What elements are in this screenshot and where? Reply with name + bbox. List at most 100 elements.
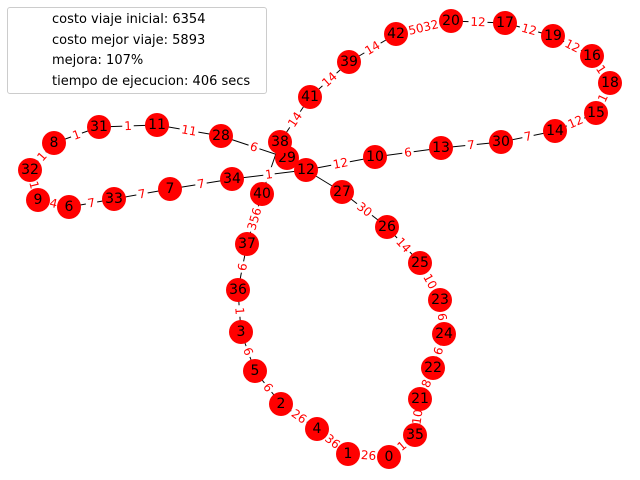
edge-label-bg xyxy=(232,304,247,318)
node-23: 23 xyxy=(428,288,452,312)
node-circle xyxy=(145,113,169,137)
legend: costo viaje inicial: 6354 costo mejor vi… xyxy=(7,7,267,94)
edge-weight-label: 14 xyxy=(362,38,382,58)
edge-label-bg xyxy=(194,176,208,192)
node-circle xyxy=(226,278,250,302)
node-label: 7 xyxy=(166,181,175,197)
edge-label-bg xyxy=(419,269,441,294)
edge-label-bg xyxy=(68,126,85,144)
node-circle xyxy=(541,24,565,48)
node-label: 11 xyxy=(148,117,166,133)
edge-label-bg xyxy=(409,406,426,428)
node-circle xyxy=(432,322,456,346)
node-11: 11 xyxy=(145,113,169,137)
edge-label-bg xyxy=(234,260,251,274)
edge-label-bg xyxy=(434,310,450,324)
node-label: 4 xyxy=(313,421,322,437)
node-32: 32 xyxy=(18,158,42,182)
node-41: 41 xyxy=(298,85,322,109)
node-label: 38 xyxy=(271,134,289,150)
edge-weight-label: 356 xyxy=(245,206,265,232)
node-35: 35 xyxy=(403,423,427,447)
node-label: 31 xyxy=(90,119,108,135)
edge-label-bg xyxy=(32,147,52,166)
edge-label-bg xyxy=(517,20,541,39)
edge-weight-label: 7 xyxy=(196,176,206,191)
node-3: 3 xyxy=(229,320,253,344)
edge-label-bg xyxy=(391,233,416,257)
edge-weight-label: 7 xyxy=(87,195,97,210)
edge-label-bg xyxy=(520,128,536,145)
node-7: 7 xyxy=(158,177,182,201)
node-circle xyxy=(209,124,233,148)
node-circle xyxy=(57,195,81,219)
edge-label-bg xyxy=(122,118,134,134)
edge-label-bg xyxy=(287,405,311,428)
node-circle xyxy=(375,215,399,239)
edge-weight-label: 6 xyxy=(403,145,412,160)
node-label: 40 xyxy=(253,186,271,202)
edge-weight-label: 10 xyxy=(410,408,426,425)
node-24: 24 xyxy=(432,322,456,346)
node-22: 22 xyxy=(421,356,445,380)
edge-weight-label: 14 xyxy=(285,109,305,129)
node-label: 34 xyxy=(223,171,241,187)
node-38: 38 xyxy=(268,130,292,154)
node-20: 20 xyxy=(439,9,463,33)
edges-layer xyxy=(29,20,611,458)
edge-weight-label: 7 xyxy=(523,129,533,144)
node-label: 13 xyxy=(432,140,450,156)
edge-weight-label: 4 xyxy=(48,196,59,211)
node-circle xyxy=(298,85,322,109)
edge-label-bg xyxy=(560,35,585,57)
node-8: 8 xyxy=(42,131,66,155)
node-circle xyxy=(429,136,453,160)
node-circle xyxy=(243,359,267,383)
edge-label-bg xyxy=(262,166,276,183)
node-circle xyxy=(18,158,42,182)
node-label: 36 xyxy=(229,282,247,298)
edge-weight-label: 26 xyxy=(289,406,310,426)
node-circle xyxy=(305,417,329,441)
node-5: 5 xyxy=(243,359,267,383)
node-circle xyxy=(598,71,622,95)
node-circle xyxy=(439,9,463,33)
node-circle xyxy=(250,182,274,206)
node-label: 25 xyxy=(411,255,429,271)
edge-weight-label: 1 xyxy=(26,180,41,191)
edge-weight-label: 6 xyxy=(248,139,260,155)
edge-label-bg xyxy=(591,60,611,79)
node-label: 1 xyxy=(344,446,353,462)
node-label: 39 xyxy=(340,54,358,70)
node-label: 29 xyxy=(278,150,296,166)
node-31: 31 xyxy=(87,115,111,139)
edge-label-bg xyxy=(393,436,411,456)
node-circle xyxy=(543,119,567,143)
edge-label-bg xyxy=(468,14,488,30)
node-25: 25 xyxy=(408,251,432,275)
edge-label-bg xyxy=(405,16,442,39)
node-label: 15 xyxy=(587,105,605,121)
node-circle xyxy=(235,232,259,256)
node-circle xyxy=(87,115,111,139)
node-0: 0 xyxy=(377,445,401,469)
edge-weight-label: 1 xyxy=(124,119,132,133)
node-circle xyxy=(229,320,253,344)
node-circle xyxy=(268,130,292,154)
edge-weight-label: 14 xyxy=(319,69,340,90)
node-label: 21 xyxy=(411,391,429,407)
node-circle xyxy=(421,356,445,380)
node-label: 2 xyxy=(277,396,286,412)
node-39: 39 xyxy=(337,50,361,74)
node-42: 42 xyxy=(384,22,408,46)
node-label: 17 xyxy=(496,15,514,31)
node-label: 20 xyxy=(442,13,460,29)
node-13: 13 xyxy=(429,136,453,160)
edge-weight-label: 7 xyxy=(137,186,147,201)
edge-label-bg xyxy=(239,343,257,360)
edge-weight-label: 6 xyxy=(435,312,450,321)
node-19: 19 xyxy=(541,24,565,48)
edge-weight-label: 12 xyxy=(563,36,583,55)
edge-label-bg xyxy=(360,37,385,59)
node-circle xyxy=(584,101,608,125)
